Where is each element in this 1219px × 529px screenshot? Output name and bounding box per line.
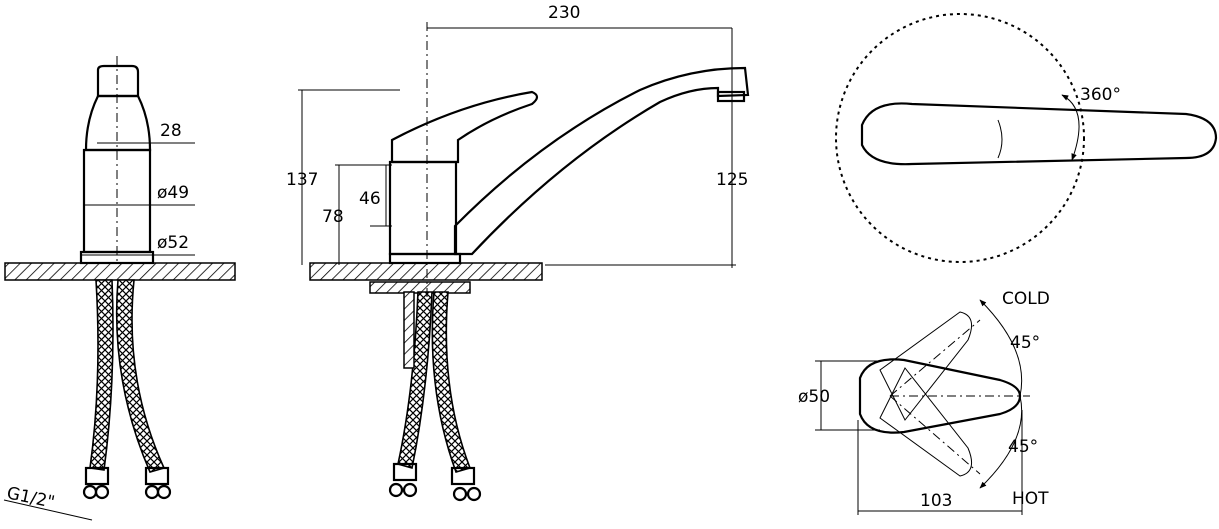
dim-total-height: 137 bbox=[286, 170, 318, 190]
cold-label: COLD bbox=[1002, 289, 1050, 309]
rotation-circle bbox=[835, 13, 1085, 263]
side-handle bbox=[390, 90, 539, 164]
dim-handle-length: 103 bbox=[920, 491, 952, 511]
handle-hot-position bbox=[879, 367, 973, 477]
countertop-section-side bbox=[309, 262, 543, 281]
front-handle-lever bbox=[84, 94, 152, 152]
side-hose-fitting-left bbox=[388, 462, 418, 498]
side-base bbox=[388, 252, 462, 265]
spout bbox=[453, 66, 750, 256]
handle-view: COLD 45° 45° HOT ø50 103 bbox=[798, 289, 1050, 515]
hose-fitting-right bbox=[144, 466, 172, 500]
hose-left bbox=[89, 279, 114, 471]
handle-cold-position bbox=[879, 311, 973, 421]
dim-body-diameter: ø49 bbox=[157, 183, 189, 203]
hot-label: HOT bbox=[1012, 489, 1049, 509]
side-view: 230 137 125 78 46 bbox=[286, 3, 750, 502]
dim-body-height: 78 bbox=[322, 207, 344, 227]
dim-handle-diameter: ø50 bbox=[798, 387, 830, 407]
mounting-stud bbox=[403, 291, 415, 369]
aerator bbox=[716, 90, 746, 103]
dim-spout-height: 125 bbox=[716, 170, 748, 190]
handle-center-position bbox=[858, 358, 1022, 434]
countertop-section bbox=[4, 262, 236, 281]
angle-cold: 45° bbox=[1010, 333, 1040, 353]
angle-hot: 45° bbox=[1008, 437, 1038, 457]
front-handle-top bbox=[96, 64, 140, 98]
dim-base-diameter: ø52 bbox=[157, 233, 189, 253]
dim-lower-body: 46 bbox=[359, 189, 381, 209]
hose-right bbox=[115, 279, 166, 473]
thread-label: G1/2" bbox=[5, 483, 56, 513]
dim-handle-width: 28 bbox=[160, 121, 182, 141]
side-hose-left bbox=[397, 291, 433, 470]
rotation-label: 360° bbox=[1080, 85, 1121, 105]
hose-fitting-left bbox=[82, 466, 110, 500]
side-hose-right bbox=[431, 291, 472, 473]
top-view: 360° bbox=[835, 13, 1218, 263]
side-hose-fitting-right bbox=[450, 466, 482, 502]
side-body bbox=[388, 160, 458, 256]
front-view: 28 ø49 ø52 G1/2" bbox=[3, 56, 236, 521]
dim-spout-reach: 230 bbox=[548, 3, 580, 23]
top-spout-handle bbox=[860, 102, 1218, 166]
